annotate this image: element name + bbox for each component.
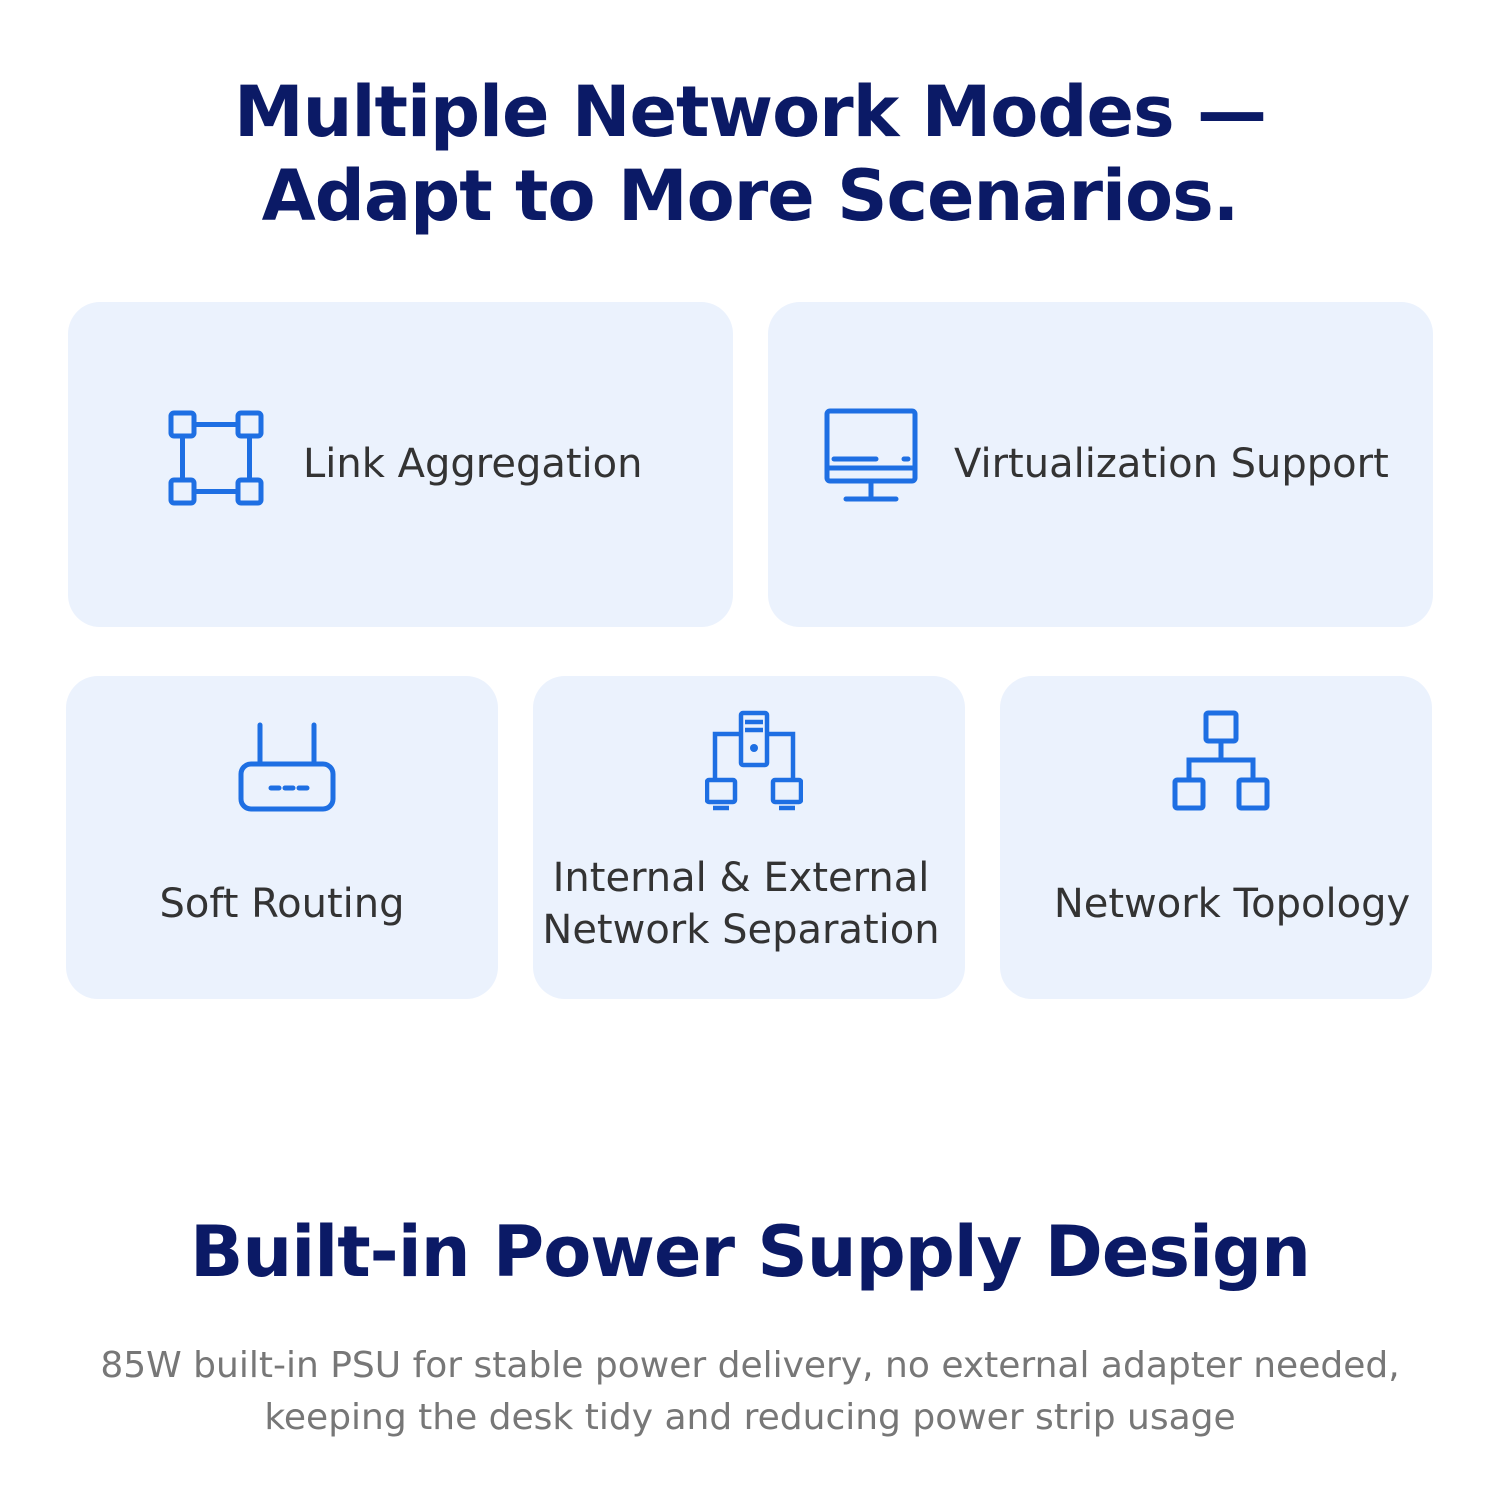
feature-card-link-aggregation: Link Aggregation	[68, 302, 733, 627]
feature-label-line-2: Network Separation	[542, 907, 940, 953]
feature-label: Network Topology	[1053, 881, 1411, 927]
feature-card-network-separation: Internal & External Network Separation	[533, 676, 965, 999]
feature-card-virtualization: Virtualization Support	[768, 302, 1433, 627]
feature-label: Soft Routing	[159, 881, 405, 927]
title-line-2: Adapt to More Scenarios.	[261, 155, 1240, 237]
network-separation-icon	[705, 710, 803, 814]
feature-label-line-1: Internal & External	[552, 855, 930, 901]
feature-card-network-topology: Network Topology	[1000, 676, 1432, 999]
section-title-power-supply: Built-in Power Supply Design	[190, 1211, 1311, 1293]
feature-label: Virtualization Support	[954, 441, 1389, 487]
feature-label: Link Aggregation	[303, 441, 643, 487]
title-line-1: Multiple Network Modes —	[234, 71, 1267, 153]
feature-card-soft-routing: Soft Routing	[66, 676, 498, 999]
description-line-2: keeping the desk tidy and reducing power…	[264, 1397, 1236, 1438]
description-line-1: 85W built-in PSU for stable power delive…	[100, 1345, 1400, 1386]
monitor-icon	[824, 408, 918, 504]
link-aggregation-icon	[168, 410, 264, 506]
power-supply-description: 85W built-in PSU for stable power delive…	[0, 1340, 1500, 1444]
section-title-network-modes: Multiple Network Modes — Adapt to More S…	[0, 70, 1500, 238]
network-topology-icon	[1172, 710, 1270, 812]
router-icon	[238, 722, 336, 812]
